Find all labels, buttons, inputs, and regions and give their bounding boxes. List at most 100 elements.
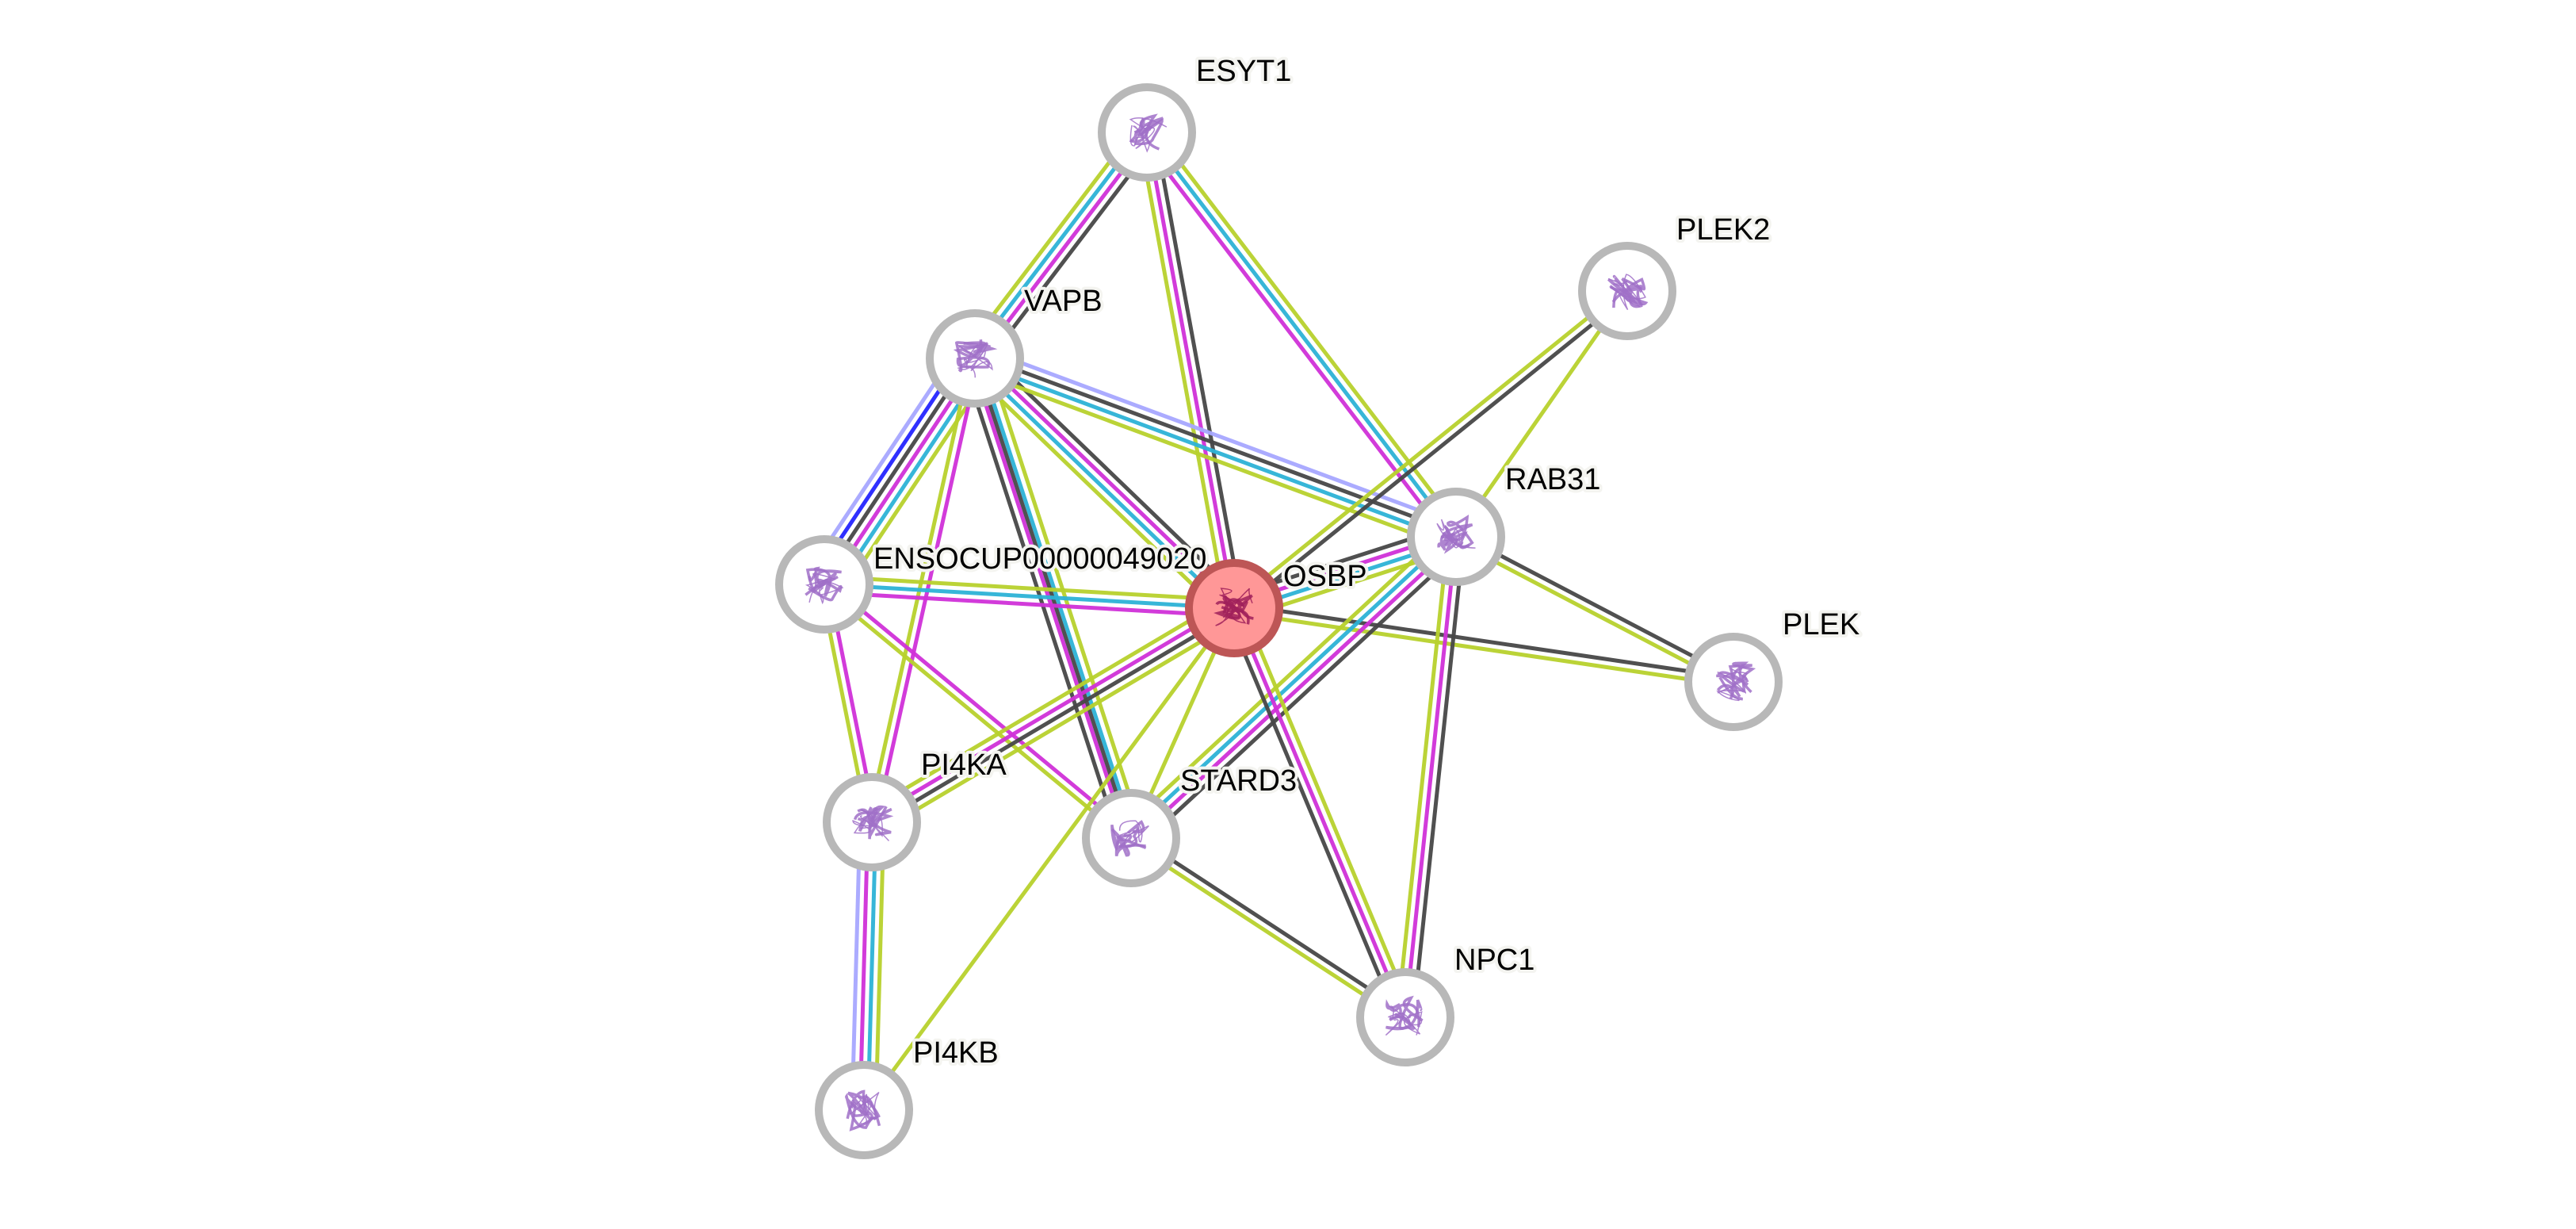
node-esyt1[interactable] bbox=[1098, 83, 1196, 182]
evidence-line-green bbox=[865, 595, 1229, 814]
evidence-line-magenta bbox=[969, 358, 1129, 840]
ribbon-segment bbox=[1718, 661, 1756, 701]
protein-structure-icon bbox=[1385, 995, 1424, 1036]
evidence-line-black bbox=[1457, 531, 1737, 680]
node-vapb[interactable] bbox=[926, 309, 1024, 408]
evidence-line-black bbox=[975, 352, 1458, 535]
evidence-line-magenta bbox=[1132, 538, 1461, 843]
evidence-line-green bbox=[965, 366, 1228, 618]
edge-ensocup-osbp[interactable] bbox=[824, 574, 1235, 618]
protein-structure-icon bbox=[1213, 588, 1254, 626]
evidence-line-green bbox=[1239, 604, 1415, 1016]
edge-osbp-npc1[interactable] bbox=[1225, 604, 1415, 1021]
ribbon-segment bbox=[808, 575, 843, 602]
node-stard3[interactable] bbox=[1082, 789, 1180, 887]
edge-esyt1-osbp[interactable] bbox=[1137, 130, 1244, 611]
node-plek[interactable] bbox=[1684, 633, 1783, 731]
evidence-line-green bbox=[1151, 126, 1464, 534]
evidence-line-cyan bbox=[973, 360, 1456, 543]
ribbon-segment bbox=[1385, 999, 1420, 1028]
evidence-line-green bbox=[1233, 610, 1733, 688]
protein-structure-icon bbox=[1129, 113, 1168, 153]
evidence-line-cyan bbox=[1126, 532, 1455, 837]
evidence-line-green bbox=[1122, 526, 1450, 831]
ribbon-segment bbox=[1223, 594, 1254, 620]
node-pi4kb[interactable] bbox=[815, 1061, 913, 1159]
node-label-pi4kb: PI4KB bbox=[913, 1036, 999, 1070]
node-layer bbox=[775, 83, 1783, 1159]
protein-structure-icon bbox=[805, 566, 844, 605]
evidence-line-magenta bbox=[1145, 132, 1236, 609]
evidence-line-green bbox=[877, 616, 1241, 835]
evidence-line-green bbox=[1127, 840, 1405, 1023]
ribbon-segment bbox=[1385, 999, 1423, 1031]
evidence-line-green bbox=[1395, 535, 1450, 1017]
edge-osbp-plek[interactable] bbox=[1233, 602, 1735, 688]
evidence-line-black bbox=[1225, 610, 1401, 1021]
ribbon-segment bbox=[1385, 1012, 1423, 1036]
edge-esyt1-rab31[interactable] bbox=[1139, 126, 1464, 543]
edge-plek2-osbp[interactable] bbox=[1230, 286, 1631, 613]
evidence-line-cyan bbox=[824, 582, 1235, 611]
edge-rab31-stard3[interactable] bbox=[1122, 526, 1466, 848]
protein-structure-icon bbox=[1607, 274, 1649, 311]
evidence-line-magenta bbox=[976, 354, 1239, 607]
evidence-line-magenta bbox=[1403, 536, 1458, 1018]
evidence-line-green bbox=[1137, 133, 1229, 611]
evidence-line-green bbox=[1453, 538, 1733, 687]
evidence-line-black bbox=[1411, 537, 1466, 1019]
edge-ensocup-stard3[interactable] bbox=[820, 580, 1135, 843]
ribbon-segment bbox=[851, 1093, 873, 1124]
ribbon-segment bbox=[846, 1089, 881, 1120]
node-plek2[interactable] bbox=[1578, 242, 1676, 340]
protein-structure-icon bbox=[953, 339, 998, 378]
node-rab31[interactable] bbox=[1407, 488, 1505, 586]
node-label-esyt1: ESYT1 bbox=[1196, 55, 1291, 88]
protein-structure-icon bbox=[852, 805, 894, 841]
evidence-line-black bbox=[1234, 602, 1735, 680]
ribbon-segment bbox=[849, 1095, 881, 1131]
evidence-line-magenta bbox=[869, 603, 1233, 821]
node-npc1[interactable] bbox=[1356, 968, 1454, 1066]
edge-rab31-npc1[interactable] bbox=[1395, 535, 1466, 1019]
ribbon-segment bbox=[1110, 824, 1147, 852]
evidence-line-black bbox=[873, 610, 1237, 828]
edge-stard3-npc1[interactable] bbox=[1127, 833, 1409, 1023]
node-ensocup[interactable] bbox=[775, 535, 873, 634]
ribbon-segment bbox=[1222, 588, 1253, 624]
node-label-osbp: OSBP bbox=[1283, 560, 1367, 593]
evidence-line-green bbox=[1230, 286, 1626, 607]
ribbon-segment bbox=[805, 568, 837, 597]
node-label-plek2: PLEK2 bbox=[1676, 213, 1770, 247]
ribbon-segment bbox=[845, 1093, 877, 1129]
edge-osbp-pi4ka[interactable] bbox=[865, 595, 1241, 835]
protein-structure-icon bbox=[1716, 661, 1756, 702]
evidence-line-cyan bbox=[970, 359, 1233, 613]
evidence-line-black bbox=[1137, 544, 1466, 848]
node-label-vapb: VAPB bbox=[1024, 285, 1103, 318]
protein-structure-icon bbox=[1110, 820, 1149, 857]
evidence-line-green bbox=[969, 367, 1453, 550]
ribbon-segment bbox=[1129, 119, 1164, 146]
ribbon-segment bbox=[857, 805, 888, 840]
node-pi4ka[interactable] bbox=[823, 773, 921, 871]
ribbon-segment bbox=[955, 341, 998, 373]
evidence-line-cyan bbox=[1145, 131, 1458, 538]
evidence-line-magenta bbox=[825, 580, 1135, 837]
node-osbp[interactable] bbox=[1185, 559, 1283, 657]
ribbon-segment bbox=[860, 809, 890, 841]
node-label-npc1: NPC1 bbox=[1454, 944, 1535, 977]
ribbon-segment bbox=[805, 566, 842, 596]
ribbon-segment bbox=[1437, 523, 1473, 551]
evidence-line-black bbox=[1132, 833, 1409, 1016]
edge-rab31-plek[interactable] bbox=[1453, 531, 1737, 687]
evidence-line-magenta bbox=[1139, 136, 1452, 543]
node-label-ensocup: ENSOCUP00000049020 bbox=[873, 542, 1206, 576]
evidence-line-green bbox=[824, 574, 1235, 603]
node-label-pi4ka: PI4KA bbox=[921, 749, 1007, 782]
evidence-line-green bbox=[820, 585, 1130, 843]
edge-osbp-pi4kb[interactable] bbox=[862, 607, 1236, 1112]
ribbon-segment bbox=[957, 344, 993, 372]
edge-plek2-rab31[interactable] bbox=[1454, 289, 1630, 538]
evidence-line-green bbox=[1454, 289, 1630, 538]
